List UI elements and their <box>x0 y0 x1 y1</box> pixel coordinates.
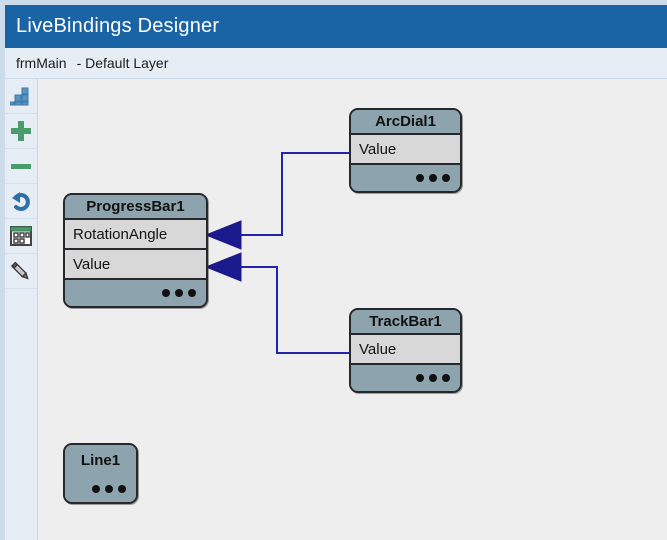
node-trackbar1[interactable]: TrackBar1 Value <box>349 308 462 393</box>
breadcrumb-layer-name: - Default Layer <box>76 55 169 71</box>
arrowhead-value <box>204 252 242 282</box>
node-title-trackbar1: TrackBar1 <box>351 310 460 335</box>
node-row-progressbar1-value[interactable]: Value <box>65 250 206 280</box>
ellipsis-dot <box>442 374 450 382</box>
undo-icon <box>9 190 33 212</box>
node-title-progressbar1: ProgressBar1 <box>65 195 206 220</box>
minus-icon <box>10 155 32 177</box>
pencil-icon <box>10 260 32 282</box>
node-title-arcdial1: ArcDial1 <box>351 110 460 135</box>
node-line1[interactable]: Line1 <box>63 443 138 504</box>
toolbar-item-add[interactable] <box>5 114 37 149</box>
node-row-trackbar1-value[interactable]: Value <box>351 335 460 365</box>
breadcrumb-form-name: frmMain <box>16 55 67 71</box>
ellipsis-dot <box>416 374 424 382</box>
node-row-arcdial1-value[interactable]: Value <box>351 135 460 165</box>
node-footer-line1[interactable] <box>65 475 136 502</box>
ellipsis-dot <box>442 174 450 182</box>
ellipsis-dot <box>162 289 170 297</box>
toolbar-item-bind-visually[interactable] <box>5 219 37 254</box>
arrowhead-rotationangle <box>204 220 242 250</box>
ellipsis-dot <box>416 174 424 182</box>
left-toolbar <box>5 79 38 540</box>
toolbar-item-arrange[interactable] <box>5 79 37 114</box>
ellipsis-dot <box>105 484 113 493</box>
connection-trackbar-to-progressbar-value[interactable] <box>238 266 349 354</box>
plus-icon <box>10 120 32 142</box>
node-footer-progressbar1[interactable] <box>65 280 206 306</box>
node-footer-trackbar1[interactable] <box>351 365 460 391</box>
grid-table-icon <box>10 226 32 246</box>
breadcrumb: frmMain - Default Layer <box>5 48 667 79</box>
node-row-progressbar1-rotationangle[interactable]: RotationAngle <box>65 220 206 250</box>
node-footer-arcdial1[interactable] <box>351 165 460 191</box>
node-progressbar1[interactable]: ProgressBar1 RotationAngle Value <box>63 193 208 308</box>
connection-layer <box>204 152 349 354</box>
ellipsis-dot <box>429 374 437 382</box>
page-title: LiveBindings Designer <box>16 15 220 37</box>
toolbar-item-remove[interactable] <box>5 149 37 184</box>
connection-arcdial-to-progressbar-rotationangle[interactable] <box>238 152 349 236</box>
ellipsis-dot <box>175 289 183 297</box>
ellipsis-dot <box>429 174 437 182</box>
designer-canvas[interactable]: ArcDial1 Value ProgressBar1 RotationAngl… <box>38 79 667 540</box>
blocks-icon <box>10 86 32 106</box>
toolbar-item-undo[interactable] <box>5 184 37 219</box>
toolbar-item-edit[interactable] <box>5 254 37 289</box>
node-arcdial1[interactable]: ArcDial1 Value <box>349 108 462 193</box>
ellipsis-dot <box>118 484 126 493</box>
ellipsis-dot <box>92 484 100 493</box>
node-title-line1: Line1 <box>65 445 136 475</box>
ellipsis-dot <box>188 289 196 297</box>
window-title-bar: LiveBindings Designer <box>5 5 667 48</box>
